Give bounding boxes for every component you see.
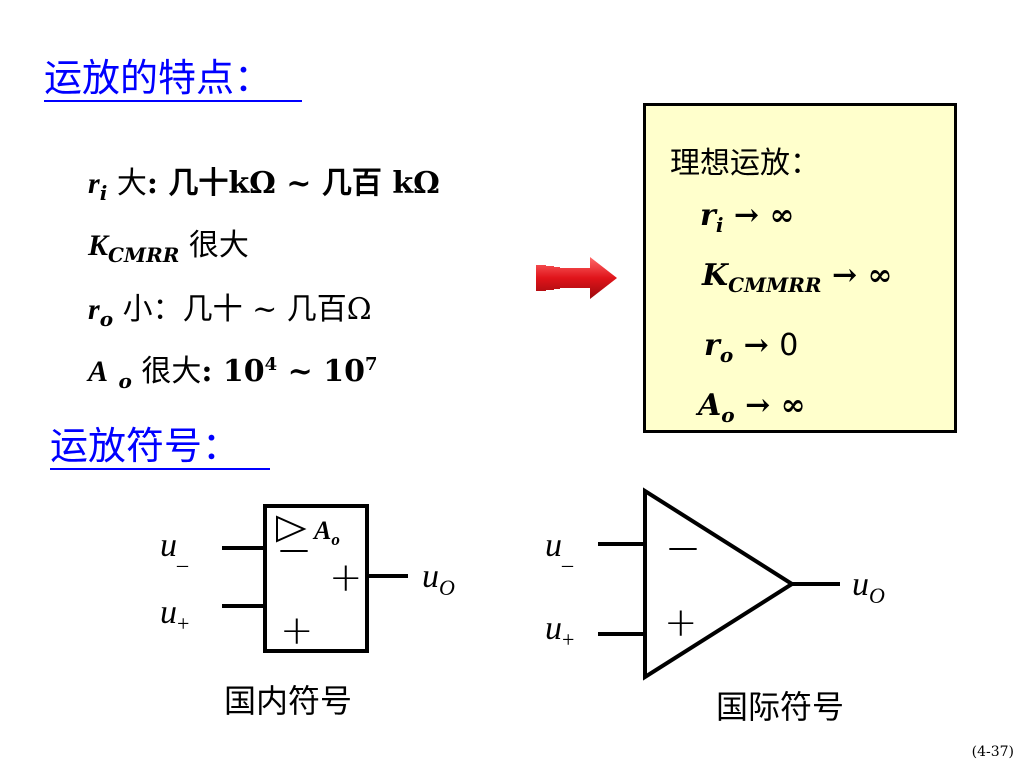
a-desc-1: : 10 [201,354,265,389]
ideal-ro: ro → 0 [704,328,798,367]
ideal-k-value: → ∞ [821,258,893,293]
domestic-plus-sign-out: + [329,555,363,601]
a-symbol: A [88,355,109,388]
ideal-ri: ri → ∞ [700,198,794,237]
domestic-gain-sub: o [331,530,340,550]
ri-subscript: i [99,181,108,205]
international-caption: 国际符号 [716,688,845,726]
international-output-label: uO [852,566,885,609]
ri-desc-cn: 大 [107,166,147,201]
k-subscript: CMRR [108,243,180,267]
ideal-ao-subscript: o [721,403,735,427]
symbols-heading[interactable]: 运放符号： [50,424,271,470]
international-symbol-graphic [598,487,840,681]
a-exp-1: 4 [264,354,278,375]
domestic-output-label: uO [422,558,455,601]
ideal-k-symbol: K [702,258,729,293]
domestic-gain-label: Ao [314,516,340,550]
ideal-ao-symbol: A [698,388,722,423]
ro-desc: 小：几十 ~ 几百Ω [113,292,372,327]
feature-gain: A o 很大: 104 ~ 107 [88,346,377,393]
ideal-ri-value: → ∞ [723,198,795,233]
a-desc-2: ~ 10 [277,354,365,389]
ri-symbol: r [88,167,100,200]
ideal-ao-value: → ∞ [734,388,806,423]
international-noninv-sub: + [562,626,575,652]
ideal-ri-subscript: i [715,213,724,237]
international-inv-label: u_ [545,527,573,570]
ideal-ro-symbol: r [704,328,720,363]
domestic-noninv-sub: + [177,610,190,636]
ideal-ao: Ao → ∞ [698,388,806,427]
international-opamp-triangle [643,487,796,681]
international-minus-sign: — [668,530,698,565]
domestic-gain-var: A [314,516,332,545]
domestic-triangle-icon [276,515,307,543]
feature-cmrr: KCMRR 很大 [88,220,249,267]
feature-output-resistance: ro 小：几十 ~ 几百Ω [88,284,372,331]
page-number: (4-37) [971,744,1014,760]
international-noninv-var: u [545,610,562,647]
ideal-ro-arrow: → [733,328,780,363]
domestic-inv-var: u [160,527,177,564]
ro-subscript: o [99,307,114,331]
international-noninv-label: u+ [545,610,574,653]
domestic-symbol-graphic [222,504,408,653]
ideal-ri-symbol: r [700,198,716,233]
international-inv-var: u [545,527,562,564]
domestic-inv-sub: _ [177,543,188,569]
features-heading[interactable]: 运放的特点： [44,56,303,102]
k-desc: 很大 [179,228,249,263]
ideal-title: 理想运放： [670,146,820,181]
domestic-opamp-box [263,504,369,653]
domestic-caption: 国内符号 [224,682,353,720]
international-out-sub: O [869,582,885,608]
ideal-k-subscript: CMMRR [728,273,822,297]
ro-symbol: r [88,293,100,326]
a-exp-2: 7 [364,354,378,375]
ideal-ro-value: 0 [779,328,799,363]
feature-input-resistance: ri 大: 几十kΩ ~ 几百 kΩ [88,158,440,205]
domestic-out-sub: O [439,574,455,600]
international-inv-sub: _ [562,543,573,569]
international-out-var: u [852,566,869,603]
ideal-k: KCMMRR → ∞ [702,258,893,297]
domestic-plus-sign-in: + [280,608,314,654]
domestic-noninv-var: u [160,594,177,631]
domestic-out-var: u [422,558,439,595]
ideal-opamp-box: 理想运放： ri → ∞ KCMMRR → ∞ ro → 0 Ao → ∞ [643,103,957,433]
a-desc-cn: 很大 [131,354,202,389]
domestic-noninv-label: u+ [160,594,189,637]
ideal-ro-subscript: o [719,343,734,367]
domestic-inv-label: u_ [160,527,188,570]
ri-desc: : 几十kΩ ~ 几百 kΩ [146,166,440,201]
international-plus-sign: + [664,600,698,646]
domestic-minus-sign: — [279,532,309,567]
k-symbol: K [88,229,109,262]
a-subscript: o [118,369,132,393]
right-arrow-icon [536,257,617,299]
